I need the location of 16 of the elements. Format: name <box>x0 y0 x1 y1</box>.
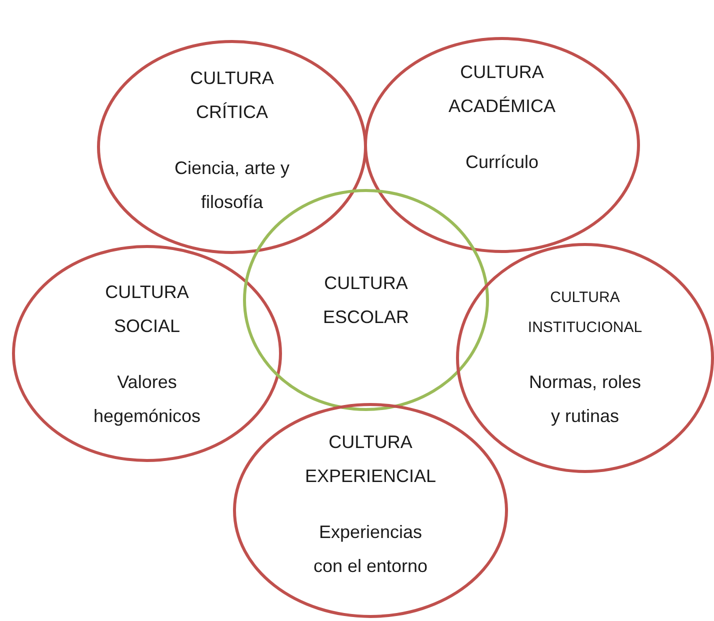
culture-description: Valores hegemónicos <box>92 370 202 428</box>
culture-heading: CULTURA CRÍTICA <box>189 67 275 124</box>
culture-ellipse <box>233 403 508 618</box>
culture-heading: CULTURA SOCIAL <box>104 280 190 338</box>
culture-description: Ciencia, arte y filosofía <box>173 157 291 214</box>
culture-heading: CULTURA ESCOLAR <box>322 272 410 329</box>
culture-description: Currículo <box>464 151 540 174</box>
culture-description: Experiencias con el entorno <box>312 520 429 578</box>
culture-ellipse <box>97 40 367 254</box>
culture-heading: CULTURA EXPERIENCIAL <box>304 430 438 488</box>
culture-description: Normas, roles y rutinas <box>528 371 642 428</box>
culture-ellipse <box>456 243 714 473</box>
culture-heading: CULTURA INSTITUCIONAL <box>526 288 644 338</box>
culture-heading: CULTURA ACADÉMICA <box>447 61 556 118</box>
culture-ellipse <box>364 37 640 253</box>
culture-ellipse <box>12 245 282 462</box>
